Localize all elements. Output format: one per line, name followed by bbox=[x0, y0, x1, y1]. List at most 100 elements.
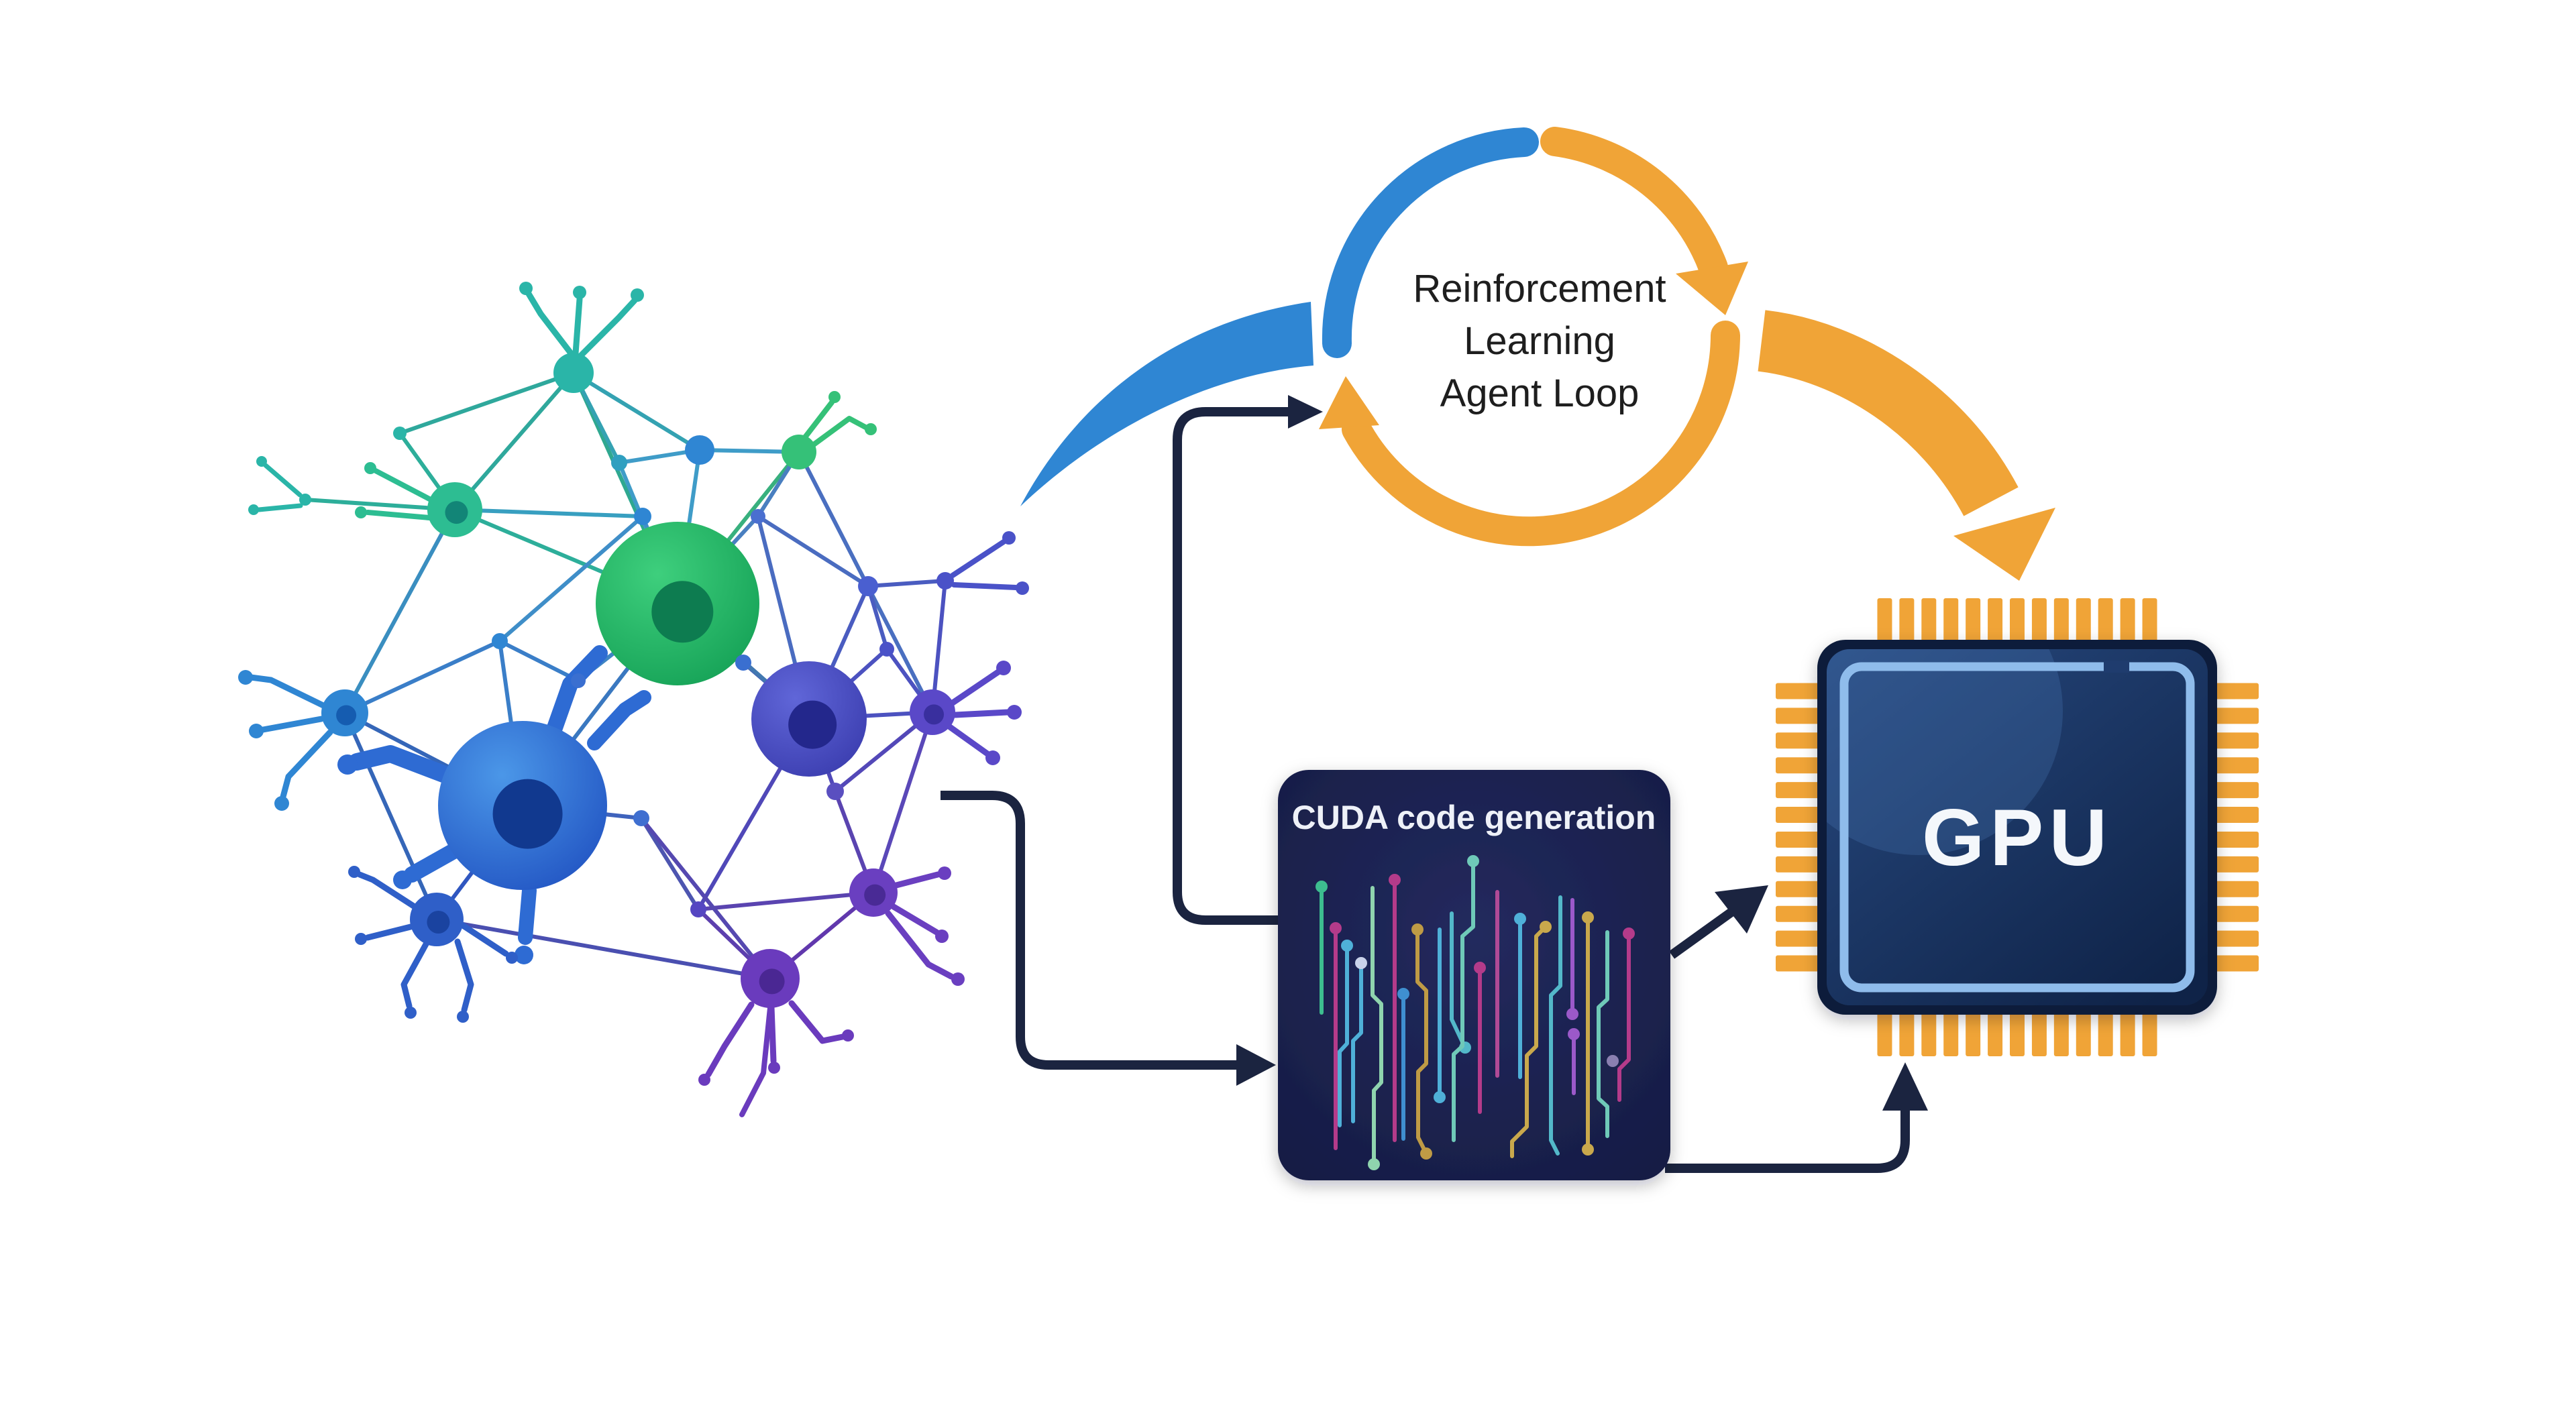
dendrite-tip-dot bbox=[698, 1074, 710, 1086]
dendrite-tip-dot bbox=[393, 870, 412, 889]
gpu-pin bbox=[1776, 905, 1820, 922]
blue-swoosh-tail-icon bbox=[1020, 302, 1313, 506]
neuron-node bbox=[611, 455, 627, 471]
neuron-node bbox=[571, 673, 586, 688]
neuron-nucleus bbox=[492, 779, 563, 849]
gpu-pin bbox=[2142, 598, 2157, 642]
dendrite-branch-icon bbox=[949, 669, 1002, 706]
neuron-node bbox=[492, 633, 508, 649]
gpu-inner-border bbox=[1839, 662, 2195, 993]
dendrite-tip-dot bbox=[256, 456, 267, 467]
circuit-trace-icon bbox=[1351, 961, 1363, 1123]
dendrite-branch-icon bbox=[578, 297, 638, 359]
dendrite-tip-dot bbox=[248, 504, 259, 515]
circuit-trace-dot bbox=[1514, 913, 1526, 925]
gpu-pin bbox=[1988, 1012, 2003, 1056]
dendrite-tip-dot bbox=[631, 288, 644, 302]
circuit-trace-dot bbox=[1330, 922, 1342, 934]
neuron-node bbox=[782, 435, 816, 469]
dendrite-branch-icon bbox=[454, 938, 474, 1013]
gpu-pin bbox=[1988, 598, 2003, 642]
circuit-trace-dot bbox=[1566, 1008, 1578, 1020]
dendrite-branch-icon bbox=[806, 416, 869, 451]
gpu-pin bbox=[2142, 1012, 2157, 1056]
network-edge bbox=[698, 891, 874, 911]
neuron-node bbox=[633, 810, 649, 826]
gpu-swoosh-arrowhead-icon bbox=[1953, 508, 2055, 581]
dendrite-branch-icon bbox=[248, 674, 327, 709]
gpu-pin bbox=[2214, 881, 2259, 897]
gpu-pin bbox=[2053, 1012, 2069, 1056]
gpu-pin bbox=[1943, 1012, 1959, 1056]
neuron-node bbox=[936, 572, 954, 589]
dendrite-tip-dot bbox=[348, 866, 360, 878]
circuit-trace-dot bbox=[1368, 1158, 1380, 1170]
circuit-trace-icon bbox=[1415, 928, 1428, 1153]
dendrite-tip-dot bbox=[768, 1062, 780, 1074]
dendrite-branch-icon bbox=[947, 724, 991, 757]
cuda-to-loop-arrowhead-icon bbox=[1288, 395, 1323, 429]
circuit-trace-icon bbox=[1452, 859, 1475, 1142]
neuron-node bbox=[393, 427, 407, 440]
gpu-pin bbox=[2031, 1012, 2047, 1056]
network-edge bbox=[639, 817, 772, 980]
dendrite-tip-dot bbox=[238, 670, 253, 685]
loop-orange-arc-top-icon bbox=[1540, 127, 1728, 282]
network-edge bbox=[343, 639, 501, 715]
neuron-node bbox=[858, 576, 878, 596]
dendrite-branch-icon bbox=[885, 910, 955, 980]
gpu-pin bbox=[1776, 708, 1820, 724]
gpu-pin bbox=[2214, 683, 2259, 699]
neuron-node bbox=[299, 494, 311, 506]
circuit-trace-icon bbox=[1617, 932, 1631, 1102]
dendrite-branch-icon bbox=[404, 842, 463, 883]
circuit-trace-dot bbox=[1623, 928, 1635, 940]
dendrite-tip-dot bbox=[457, 1011, 469, 1023]
dendrite-tip-dot bbox=[506, 952, 518, 964]
circuit-trace-dot bbox=[1540, 921, 1552, 933]
gpu-pin bbox=[2076, 1012, 2091, 1056]
dendrite-tip-dot bbox=[1002, 531, 1016, 545]
circuit-trace-dot bbox=[1389, 874, 1401, 886]
gpu-pin bbox=[2098, 1012, 2113, 1056]
circuit-trace-dot bbox=[1341, 940, 1353, 952]
neuron-nucleus bbox=[788, 700, 837, 749]
gpu-pin bbox=[2120, 598, 2135, 642]
dendrite-tip-dot bbox=[274, 796, 289, 811]
gpu-pin bbox=[1776, 831, 1820, 848]
dendrite-branch-icon bbox=[950, 539, 1006, 578]
circuit-trace-icon bbox=[1549, 895, 1562, 1156]
gpu-pin bbox=[2214, 757, 2259, 774]
circuit-trace-dot bbox=[1420, 1147, 1432, 1160]
neuron-nucleus bbox=[924, 704, 945, 725]
network-edge bbox=[866, 585, 889, 650]
dendrite-branch-icon bbox=[890, 903, 940, 936]
gpu-pin bbox=[2031, 598, 2047, 642]
network-dendrites bbox=[238, 282, 1029, 1117]
cuda-to-gpu-bottom-arrowhead-icon bbox=[1882, 1062, 1928, 1111]
circuit-trace-dot bbox=[1582, 911, 1594, 923]
circuit-trace-icon bbox=[1510, 925, 1548, 1158]
circuit-trace-dot bbox=[1474, 962, 1486, 974]
network-edge bbox=[757, 514, 869, 588]
gpu-pin bbox=[2053, 598, 2069, 642]
gpu-pin bbox=[2120, 1012, 2135, 1056]
loop-orange-arrowhead-right-icon bbox=[1676, 262, 1748, 315]
neuron-node bbox=[879, 642, 894, 657]
dendrite-tip-dot bbox=[935, 930, 949, 943]
dendrite-branch-icon bbox=[951, 582, 1018, 590]
gpu-pin bbox=[1776, 782, 1820, 799]
gpu-pin bbox=[1966, 598, 1981, 642]
cuda-to-loop-feedback-connector bbox=[1173, 407, 1289, 925]
network-edge bbox=[871, 712, 934, 893]
neuron-node bbox=[634, 508, 651, 525]
gpu-pin bbox=[1776, 955, 1820, 972]
circuit-trace-dot bbox=[1467, 855, 1479, 867]
rl-agent-loop: Reinforcement Learning Agent Loop bbox=[1020, 127, 1748, 547]
gpu-pin bbox=[1776, 683, 1820, 699]
gpu-pin bbox=[1943, 598, 1959, 642]
loop-orange-arrowhead-up-icon bbox=[1319, 376, 1379, 429]
cuda-to-gpu-bottom-connector bbox=[1665, 1108, 1910, 1173]
gpu-pin bbox=[2214, 856, 2259, 873]
